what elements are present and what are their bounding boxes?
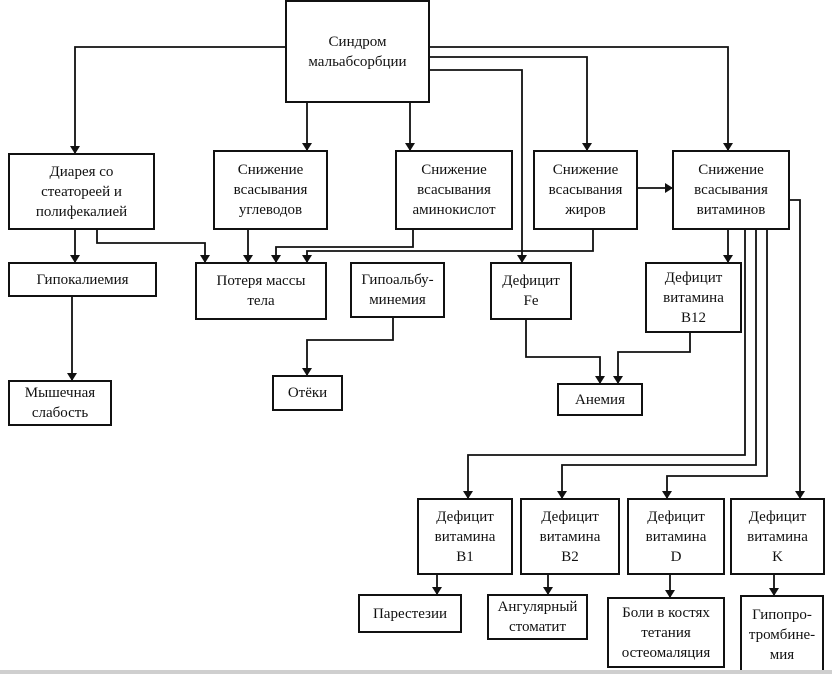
node-label-line: мальабсорбции	[308, 53, 407, 70]
arrow-root-to-vitamins	[430, 46, 733, 151]
node-label-line: Дефицит	[748, 508, 807, 525]
arrow-vitamins-to-b1-def	[463, 230, 746, 499]
node-label-line: витамина	[434, 528, 496, 545]
node-label-line: Снижение	[421, 162, 487, 178]
node-label-line: витамина	[645, 528, 707, 545]
node-label-line: аминокислот	[412, 202, 496, 218]
node-label-line: Дефицит	[647, 508, 705, 525]
node-label-line: B1	[456, 548, 474, 565]
node-label-line: Мышечная	[24, 385, 96, 401]
node-label-line: Анемия	[575, 391, 625, 408]
node-label-line: Гипопро-	[752, 606, 812, 623]
arrow-vitamins-to-k-def	[790, 199, 805, 499]
arrow-vitamins-to-d-def	[662, 230, 768, 499]
node-label-line: K	[772, 548, 783, 565]
node-label-line: жиров	[565, 202, 606, 218]
node-label-line: Снижение	[552, 162, 619, 178]
node-label-line: витамина	[663, 289, 724, 306]
node-label-line: Ангулярный	[497, 599, 578, 615]
node-label-line: тромбине-	[748, 626, 816, 643]
node-hypoalbuminemia: Гипоальбу-минемия	[350, 262, 445, 318]
node-label-line: минемия	[369, 292, 426, 308]
node-label-line: Дефицит	[541, 508, 599, 525]
node-label-line: Диарея со	[49, 163, 114, 180]
node-label-line: всасывания	[233, 182, 308, 198]
node-label-line: мия	[769, 646, 795, 663]
arrow-vitamins-to-b2-def	[557, 230, 757, 499]
node-label-line: углеводов	[238, 202, 303, 218]
node-label-line: Fe	[523, 293, 539, 309]
node-label-line: Дефицит	[436, 508, 494, 525]
node-bone-pain: Боли в костях тетания остеомаляция	[607, 597, 725, 668]
node-label-line: всасывания	[548, 182, 623, 198]
node-stomatitis: Ангулярный стоматит	[487, 594, 588, 640]
node-label-line: полифекалией	[35, 203, 128, 220]
node-label-line: Дефицит	[664, 269, 723, 286]
node-label-line: Гипоальбу-	[361, 272, 434, 288]
node-label-line: тетания	[641, 624, 691, 641]
node-hypoprothrombinemia: Гипопро-тромбине-мия	[740, 595, 824, 674]
node-label-line: Снижение	[237, 162, 304, 178]
node-anemia: Анемия	[557, 383, 643, 416]
node-label-line: Гипокалиемия	[36, 271, 129, 288]
arrow-diarrhea-to-weight-loss	[96, 230, 210, 263]
node-diarrhea: Диарея со стеатореей и полифекалией	[8, 153, 155, 230]
node-label-line: всасывания	[694, 182, 768, 198]
node-label-line: Парестезии	[372, 605, 448, 622]
node-label-line: остеомаляция	[621, 644, 711, 661]
node-label-line: Боли в костях	[622, 604, 710, 621]
node-hypokalemia: Гипокалиемия	[8, 262, 157, 297]
node-label-line: Дефицит	[502, 273, 560, 289]
scan-edge	[0, 670, 832, 674]
node-amino: Снижение всасывания аминокислот	[395, 150, 513, 230]
arrow-b12-def-to-anemia	[613, 333, 691, 384]
arrow-hypoalbuminemia-to-edema	[302, 318, 394, 376]
node-label-line: стеатореей и	[41, 183, 122, 200]
node-muscle-weakness: Мышечная слабость	[8, 380, 112, 426]
node-label-line: тела	[247, 293, 275, 309]
node-label-line: витамина	[539, 528, 601, 545]
node-label-line: витаминов	[696, 202, 766, 218]
arrow-root-to-fats	[430, 56, 592, 151]
node-vitamins: Снижение всасывания витаминов	[672, 150, 790, 230]
node-fats: Снижение всасывания жиров	[533, 150, 638, 230]
node-label-line: B12	[680, 309, 706, 326]
node-label-line: B2	[561, 548, 579, 565]
arrow-root-to-diarrhea	[70, 46, 285, 154]
node-label-line: слабость	[31, 405, 89, 421]
node-label-line: Снижение	[698, 162, 764, 178]
arrow-fats-to-weight-loss	[302, 230, 594, 263]
node-label-line: Синдром	[328, 33, 387, 50]
node-label-line: стоматит	[508, 619, 567, 635]
arrow-iron-def-to-anemia	[525, 320, 605, 384]
node-carbs: Снижение всасывания углеводов	[213, 150, 328, 230]
arrow-amino-to-weight-loss	[271, 230, 414, 263]
node-label-line: всасывания	[417, 182, 491, 198]
node-edema: Отёки	[272, 375, 343, 411]
node-label-line: Потеря массы	[216, 273, 306, 289]
node-weight-loss: Потеря массы тела	[195, 262, 327, 320]
node-label-line: витамина	[747, 528, 808, 545]
node-label-line: Отёки	[287, 385, 328, 401]
node-label-line: D	[670, 548, 682, 565]
arrow-root-to-iron-def	[430, 69, 527, 263]
node-root: Синдром мальабсорбции	[285, 0, 430, 103]
node-paresthesia: Парестезии	[358, 594, 462, 633]
